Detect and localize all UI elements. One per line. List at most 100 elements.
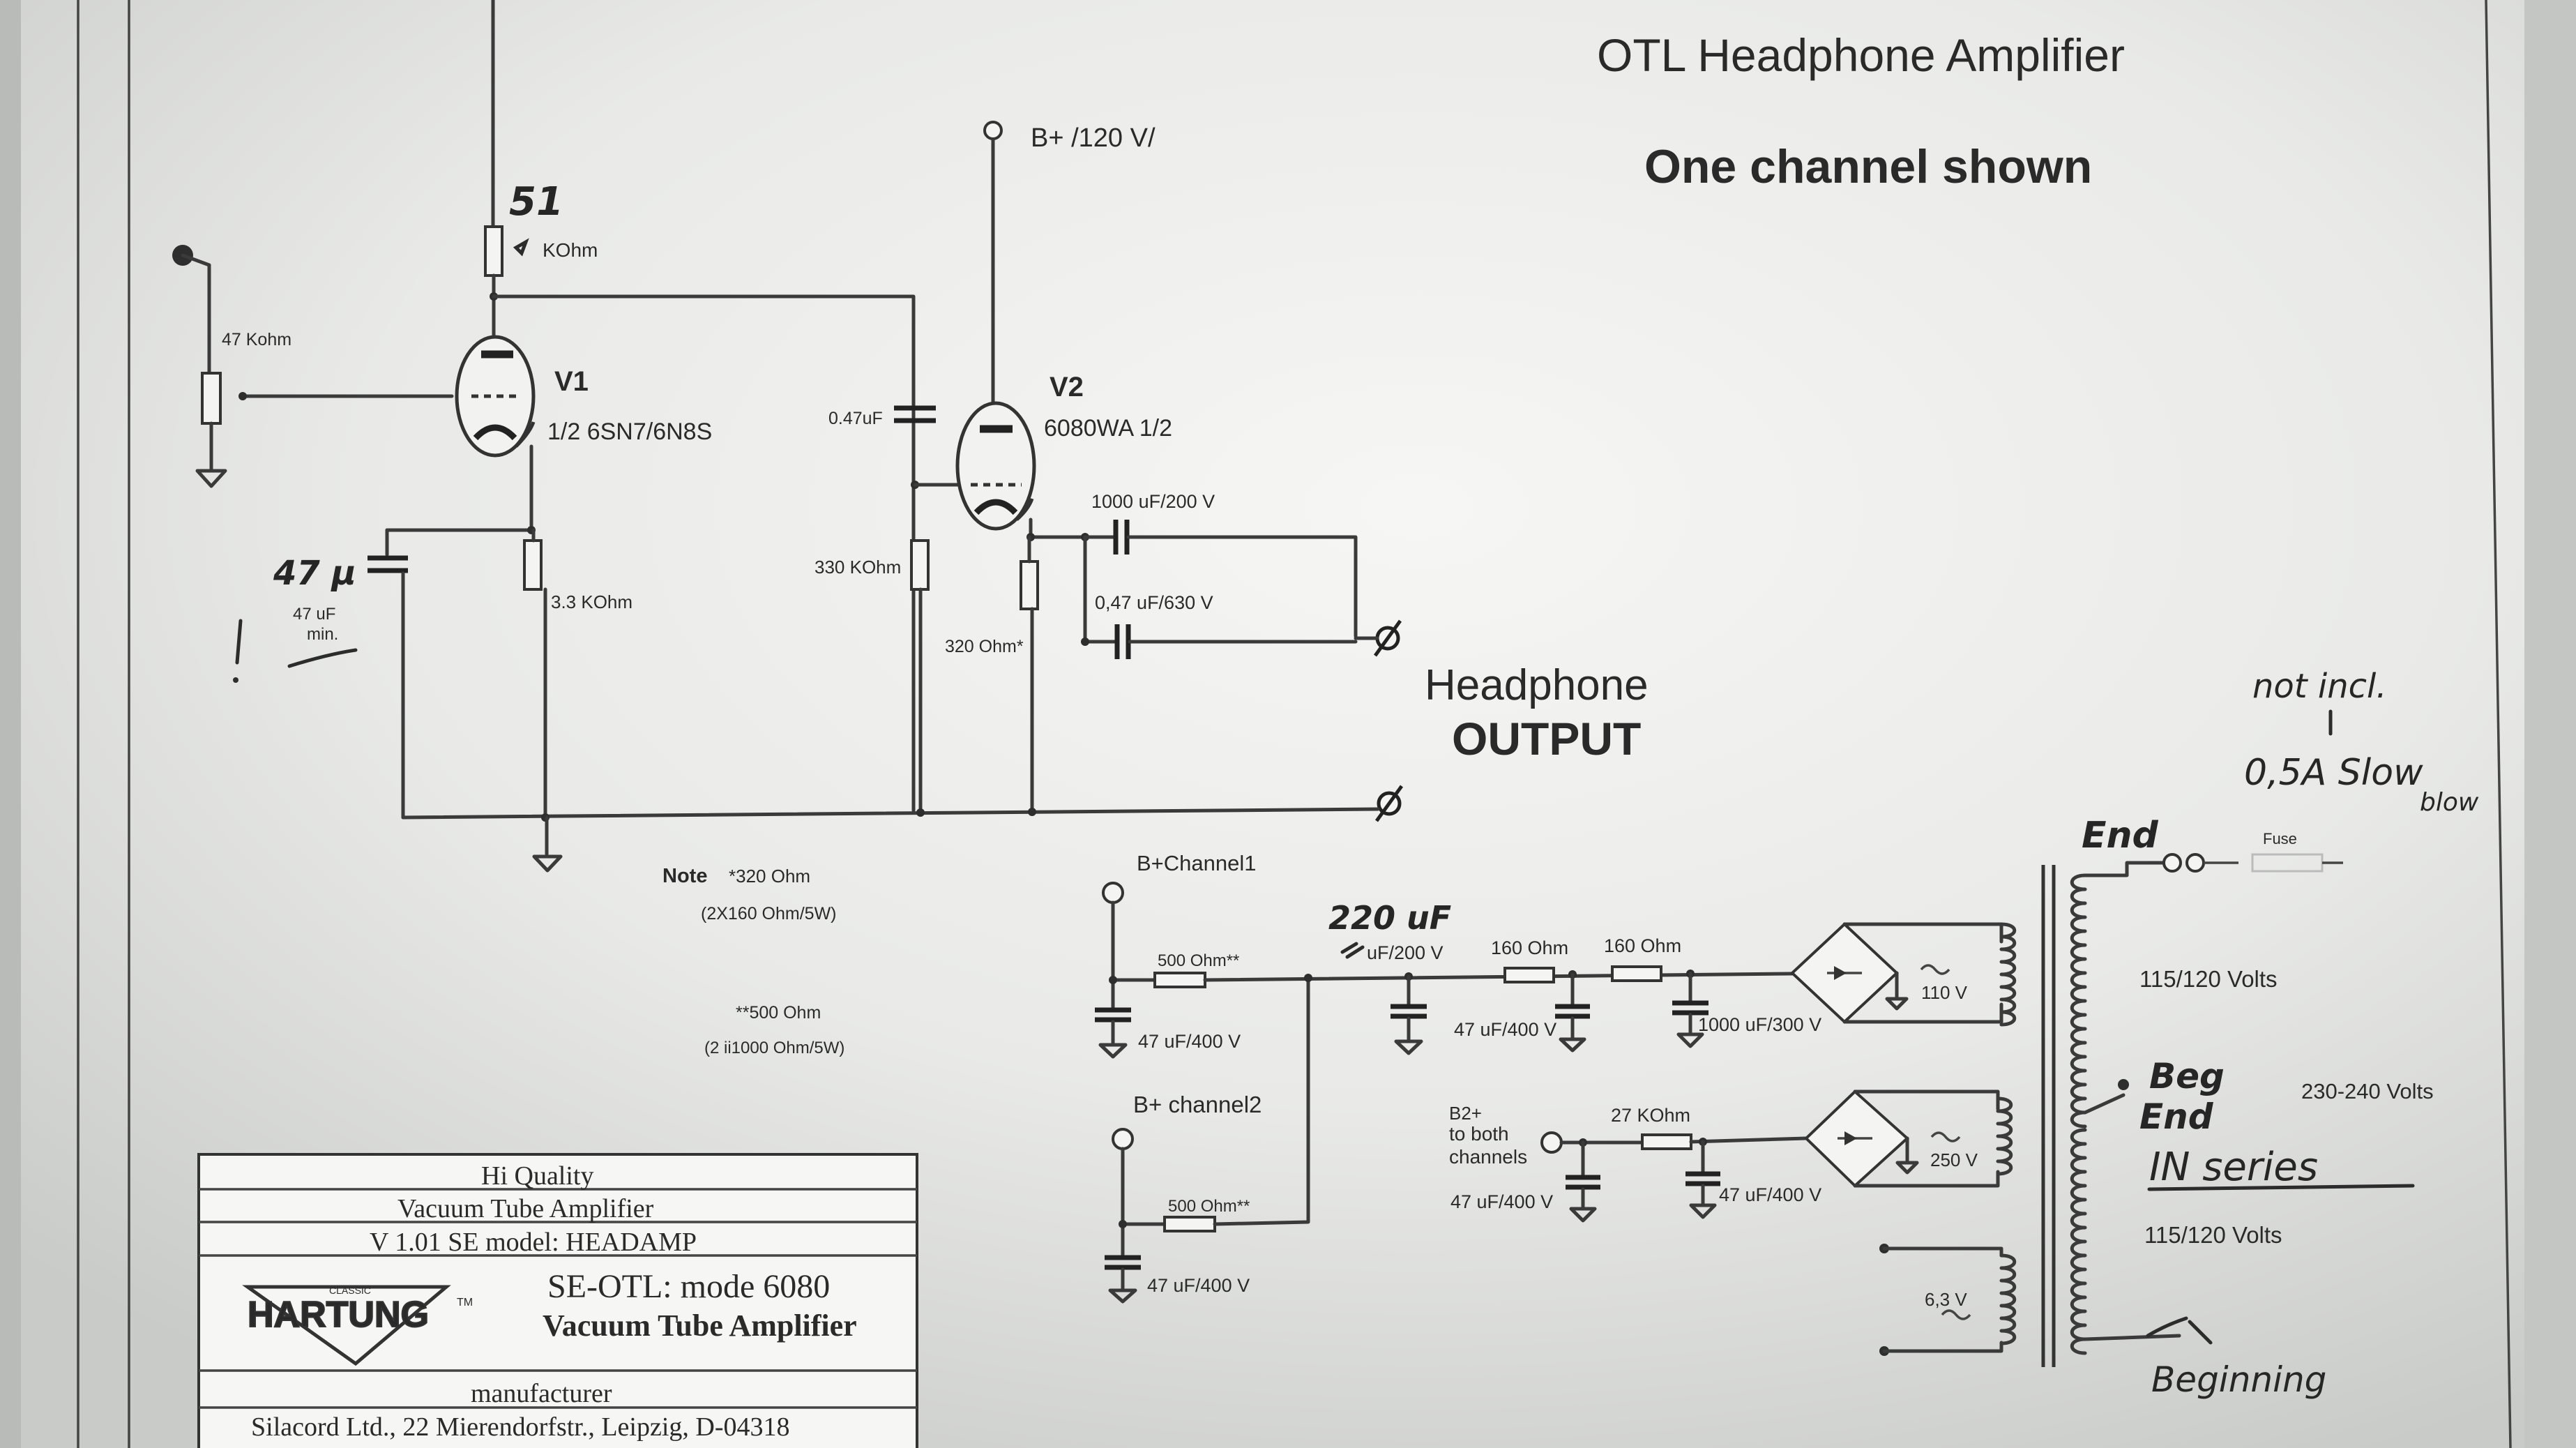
psu-r500-ch2	[1163, 1216, 1216, 1232]
secondary-coil-250v	[1996, 1096, 2013, 1176]
grid-resistor-v2-label: 330 KOhm	[815, 557, 901, 578]
pot-label: 47 Kohm	[222, 330, 291, 349]
hand-fuse-rating: 0,5A Slow	[2244, 752, 2423, 794]
note-label: Note	[662, 865, 707, 887]
plate-resistor-handwritten: 51	[509, 179, 563, 225]
psu-c47-e-label: 47 uF/400 V	[1719, 1184, 1821, 1205]
heater-coil-63v	[1999, 1253, 2017, 1345]
plate-resistor-value: KOhm	[543, 239, 598, 261]
logo-tm: TM	[457, 1297, 473, 1309]
title-block-manufacturer-label: manufacturer	[471, 1379, 612, 1408]
tube-v2-label: V2	[1050, 372, 1084, 402]
tube-v1	[455, 335, 536, 458]
title-block-line3: V 1.01 SE model: HEADAMP	[370, 1228, 697, 1257]
ground-pot	[195, 469, 227, 488]
psu-r160-b	[1611, 965, 1662, 982]
psu-ch2-label: B+ channel2	[1133, 1092, 1262, 1117]
psu-110v-label: 110 V	[1921, 982, 1968, 1003]
ground-main	[532, 854, 563, 873]
psu-ch1-label: B+Channel1	[1137, 851, 1257, 875]
note-line3: **500 Ohm	[736, 1003, 821, 1023]
psu-b2-label: B2+	[1449, 1103, 1482, 1124]
title-block-line1: Hi Quality	[481, 1161, 593, 1191]
plate-resistor-v1	[484, 225, 503, 277]
psu-b2-line2: to both	[1449, 1123, 1509, 1145]
psu-b2-terminal	[1540, 1131, 1563, 1154]
hand-not-incl: not incl.	[2252, 667, 2387, 706]
paper-right-edge	[2524, 0, 2576, 1448]
hand-end2: End	[2139, 1096, 2214, 1137]
title-block: Hi Quality Vacuum Tube Amplifier V 1.01 …	[197, 1153, 918, 1448]
logo-small-text: CLASSIC	[329, 1285, 371, 1296]
output-label-line1: Headphone	[1425, 661, 1649, 709]
paper-left-edge	[0, 0, 21, 1448]
diagram-subtitle: One channel shown	[1644, 140, 2092, 193]
diagram-title: OTL Headphone Amplifier	[1597, 29, 2125, 81]
title-block-line2: Vacuum Tube Amplifier	[397, 1194, 654, 1223]
secondary-coil-110v	[1999, 922, 2017, 1027]
cathode-resistor-v2-label: 320 Ohm*	[945, 637, 1024, 656]
psu-c47-ch1-label: 47 uF/400 V	[1138, 1031, 1241, 1052]
output-capacitor-1000uf-label: 1000 uF/200 V	[1091, 491, 1215, 512]
coupling-capacitor-label: 0.47uF	[828, 409, 883, 428]
cathode-capacitor-value: 47 uF	[293, 605, 335, 624]
psu-c47-c-label: 47 uF/400 V	[1454, 1019, 1556, 1040]
cathode-capacitor-note: min.	[307, 625, 338, 644]
psu-r27k-label: 27 KOhm	[1611, 1105, 1690, 1126]
cathode-resistor-v1-label: 3.3 KOhm	[551, 591, 632, 612]
psu-r160-a	[1503, 967, 1555, 983]
psu-c47-ch2-label: 47 uF/400 V	[1147, 1275, 1250, 1296]
amplifier-circuit: 47 Kohm 51 KOhm V1 1/2 6SN7/6N8S 3.3 KOh…	[172, 0, 1649, 873]
title-block-model2: Vacuum Tube Amplifier	[543, 1309, 857, 1343]
grid-resistor-v2	[910, 539, 930, 591]
psu-ch1-terminal	[1102, 882, 1124, 904]
psu-c47-d-label: 47 uF/400 V	[1450, 1191, 1553, 1212]
hand-end1: End	[2082, 815, 2159, 857]
primary-coil-lower	[2070, 1128, 2087, 1355]
psu-ch2-terminal	[1112, 1128, 1134, 1150]
input-potentiometer	[201, 372, 222, 425]
title-block-manufacturer: Silacord Ltd., 22 Mierendorfstr., Leipzi…	[251, 1412, 790, 1442]
psu-r27k	[1641, 1133, 1692, 1150]
cathode-capacitor-handwritten: 47 μ	[273, 554, 356, 593]
tube-v2	[955, 401, 1036, 531]
primary-voltage-alt: 230-240 Volts	[2301, 1079, 2434, 1103]
psu-c1000-label: 1000 uF/300 V	[1698, 1014, 1821, 1035]
hand-in-series: IN series	[2149, 1145, 2318, 1190]
cathode-resistor-v2	[1020, 560, 1039, 610]
output-label-line2: OUTPUT	[1452, 713, 1641, 764]
psu-r160-a-label: 160 Ohm	[1491, 937, 1568, 958]
hand-beg: Beg	[2149, 1056, 2225, 1096]
note-line4: (2 ii1000 Ohm/5W)	[704, 1039, 844, 1057]
hand-beginning: Beginning	[2151, 1359, 2326, 1400]
title-block-model: SE-OTL: mode 6080	[547, 1268, 830, 1305]
fuse-label: Fuse	[2263, 830, 2297, 847]
psu-c220-label: uF/200 V	[1367, 942, 1444, 963]
b-plus-terminal	[983, 121, 1003, 140]
primary-voltage-2: 115/120 Volts	[2144, 1222, 2282, 1248]
handwritten-notes: not incl. 0,5A Slow blow End Beg End IN …	[2082, 667, 2479, 1400]
tube-v1-label: V1	[554, 366, 589, 397]
psu-c220-handwritten: 220 uF	[1328, 899, 1451, 937]
power-supply: B+Channel1 500 Ohm** 47 uF/400 V B+ chan…	[1095, 830, 2434, 1367]
tube-v2-type: 6080WA 1/2	[1044, 415, 1172, 442]
psu-r500-ch2-label: 500 Ohm**	[1168, 1197, 1250, 1216]
cathode-resistor-v1	[523, 539, 543, 591]
hand-blow: blow	[2420, 788, 2479, 817]
psu-r500-ch1-label: 500 Ohm**	[1158, 951, 1239, 970]
note-line1: *320 Ohm	[729, 866, 810, 887]
psu-r500-ch1	[1153, 972, 1206, 988]
primary-voltage-1: 115/120 Volts	[2139, 966, 2278, 992]
b-plus-label: B+ /120 V/	[1031, 123, 1156, 153]
primary-coil-upper	[2070, 873, 2087, 1129]
hartung-logo: CLASSIC HARTUNG TM	[242, 1285, 473, 1366]
tube-v1-type: 1/2 6SN7/6N8S	[547, 418, 712, 445]
output-capacitor-047uf-label: 0,47 uF/630 V	[1095, 592, 1213, 613]
logo-text: HARTUNG	[248, 1295, 429, 1335]
sheet-border	[77, 0, 2512, 1448]
note-line2: (2X160 Ohm/5W)	[701, 904, 837, 923]
psu-b2-line3: channels	[1449, 1146, 1527, 1168]
psu-r160-b-label: 160 Ohm	[1604, 935, 1681, 956]
psu-63v-label: 6,3 V	[1925, 1289, 1967, 1310]
